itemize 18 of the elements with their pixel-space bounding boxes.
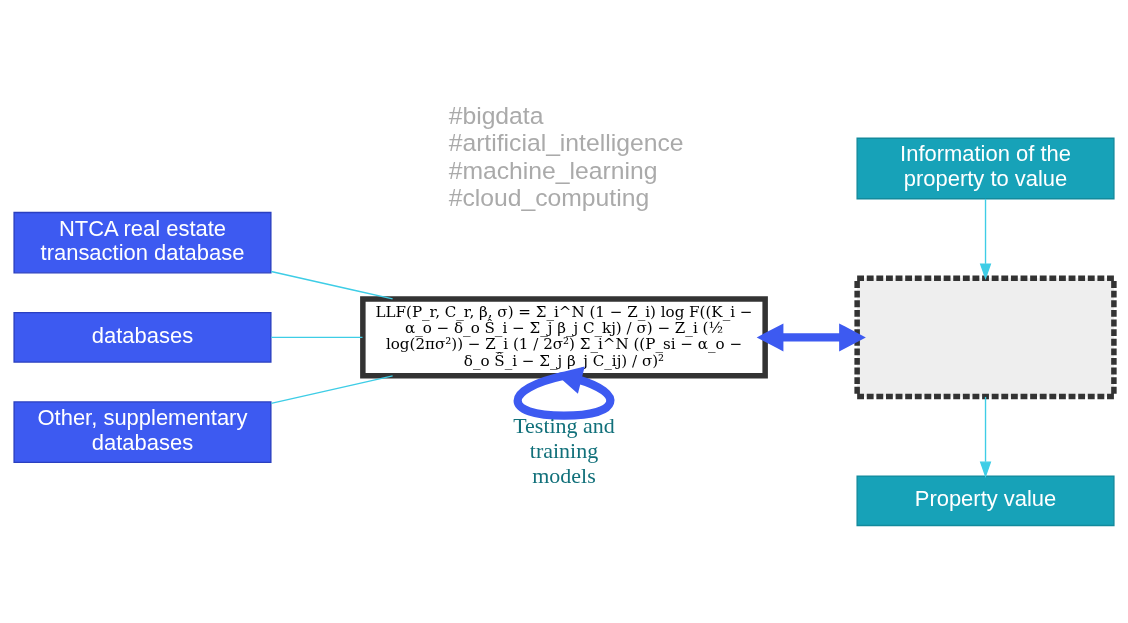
node-box: NTCA real estate transaction database bbox=[13, 211, 272, 274]
connector bbox=[270, 270, 394, 300]
node-box bbox=[854, 275, 1117, 399]
label: #artificial_intelligence bbox=[448, 128, 684, 156]
arrow bbox=[513, 366, 615, 420]
label: #machine_learning bbox=[448, 156, 658, 184]
connector bbox=[270, 336, 364, 338]
arrow bbox=[979, 197, 992, 280]
label: #cloud_computing bbox=[448, 183, 650, 211]
node-box: databases bbox=[13, 311, 272, 363]
label: #bigdata bbox=[448, 101, 544, 129]
arrow bbox=[979, 395, 992, 478]
node-box: Information of the property to value bbox=[856, 137, 1115, 199]
node-box: Other, supplementary databases bbox=[13, 400, 272, 463]
connector bbox=[270, 374, 394, 404]
edge-label: Testing and training models bbox=[513, 412, 615, 488]
arrow bbox=[756, 322, 866, 351]
node-box: Property value bbox=[856, 474, 1115, 526]
